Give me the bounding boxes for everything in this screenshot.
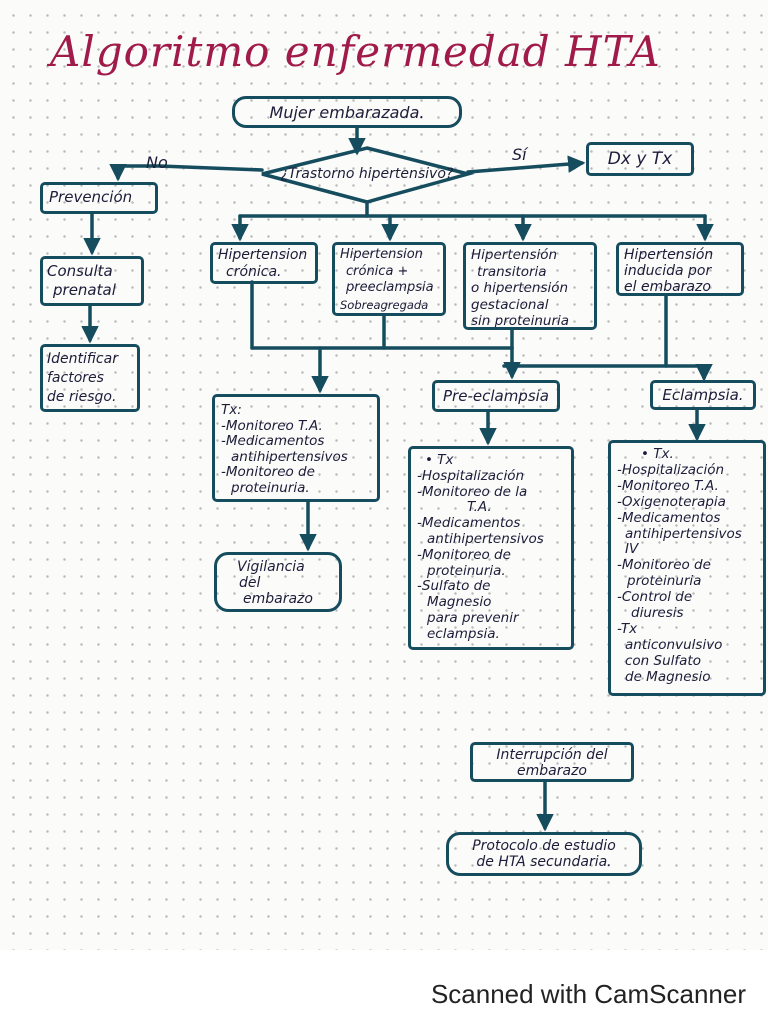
secondary-hta-protocol-node: Protocolo de estudio de HTA secundaria. bbox=[446, 832, 642, 876]
dx-tx-node: Dx y Tx bbox=[586, 142, 694, 176]
edge-label-si: Sí bbox=[512, 145, 527, 164]
treatment-preeclampsia-node: • Tx -Hospitalización -Monitoreo de la T… bbox=[408, 446, 574, 650]
preeclampsia-node: Pre-eclampsia bbox=[432, 380, 560, 412]
edge-label-no: No bbox=[146, 153, 168, 172]
type-chronic-preeclampsia-node: Hipertension crónica + preeclampsia Sobr… bbox=[332, 242, 446, 316]
notebook-page bbox=[0, 0, 768, 950]
treatment-eclampsia-list: • Tx. -Hospitalización -Monitoreo T.A. -… bbox=[617, 446, 742, 685]
flowchart-connectors bbox=[81, 126, 714, 832]
page-title: Algoritmo enfermedad HTA bbox=[50, 27, 661, 76]
treatment-chronic-node: Tx: -Monitoreo T.A. -Medicamentos antihi… bbox=[212, 394, 380, 502]
type-chronic-node: Hipertension crónica. bbox=[210, 242, 318, 284]
decision-label: ¿Trastorno hipertensivo? bbox=[280, 166, 454, 182]
start-label: Mujer embarazada. bbox=[269, 102, 425, 122]
scanner-watermark: Scanned with CamScanner bbox=[430, 979, 746, 1009]
prenatal-consult-node: Consulta prenatal bbox=[40, 256, 144, 306]
risk-factors-node: Identificar factores de riesgo. bbox=[40, 344, 140, 412]
pregnancy-surveillance-node: Vigilancia del embarazo bbox=[214, 552, 342, 612]
eclampsia-node: Eclampsia. bbox=[650, 380, 756, 410]
treatment-eclampsia-node: • Tx. -Hospitalización -Monitoreo T.A. -… bbox=[608, 440, 766, 696]
treatment-preeclampsia-list: • Tx -Hospitalización -Monitoreo de la T… bbox=[417, 452, 544, 642]
treatment-chronic-list: Tx: -Monitoreo T.A. -Medicamentos antihi… bbox=[221, 402, 348, 496]
type-transient-node: Hipertensión transitoria o hipertensión … bbox=[463, 242, 597, 330]
pregnancy-interruption-node: Interrupción del embarazo bbox=[470, 742, 634, 782]
start-node: Mujer embarazada. bbox=[232, 96, 462, 128]
type-induced-node: Hipertensión inducida por el embarazo bbox=[616, 242, 744, 296]
prevention-node: Prevención bbox=[40, 182, 158, 214]
